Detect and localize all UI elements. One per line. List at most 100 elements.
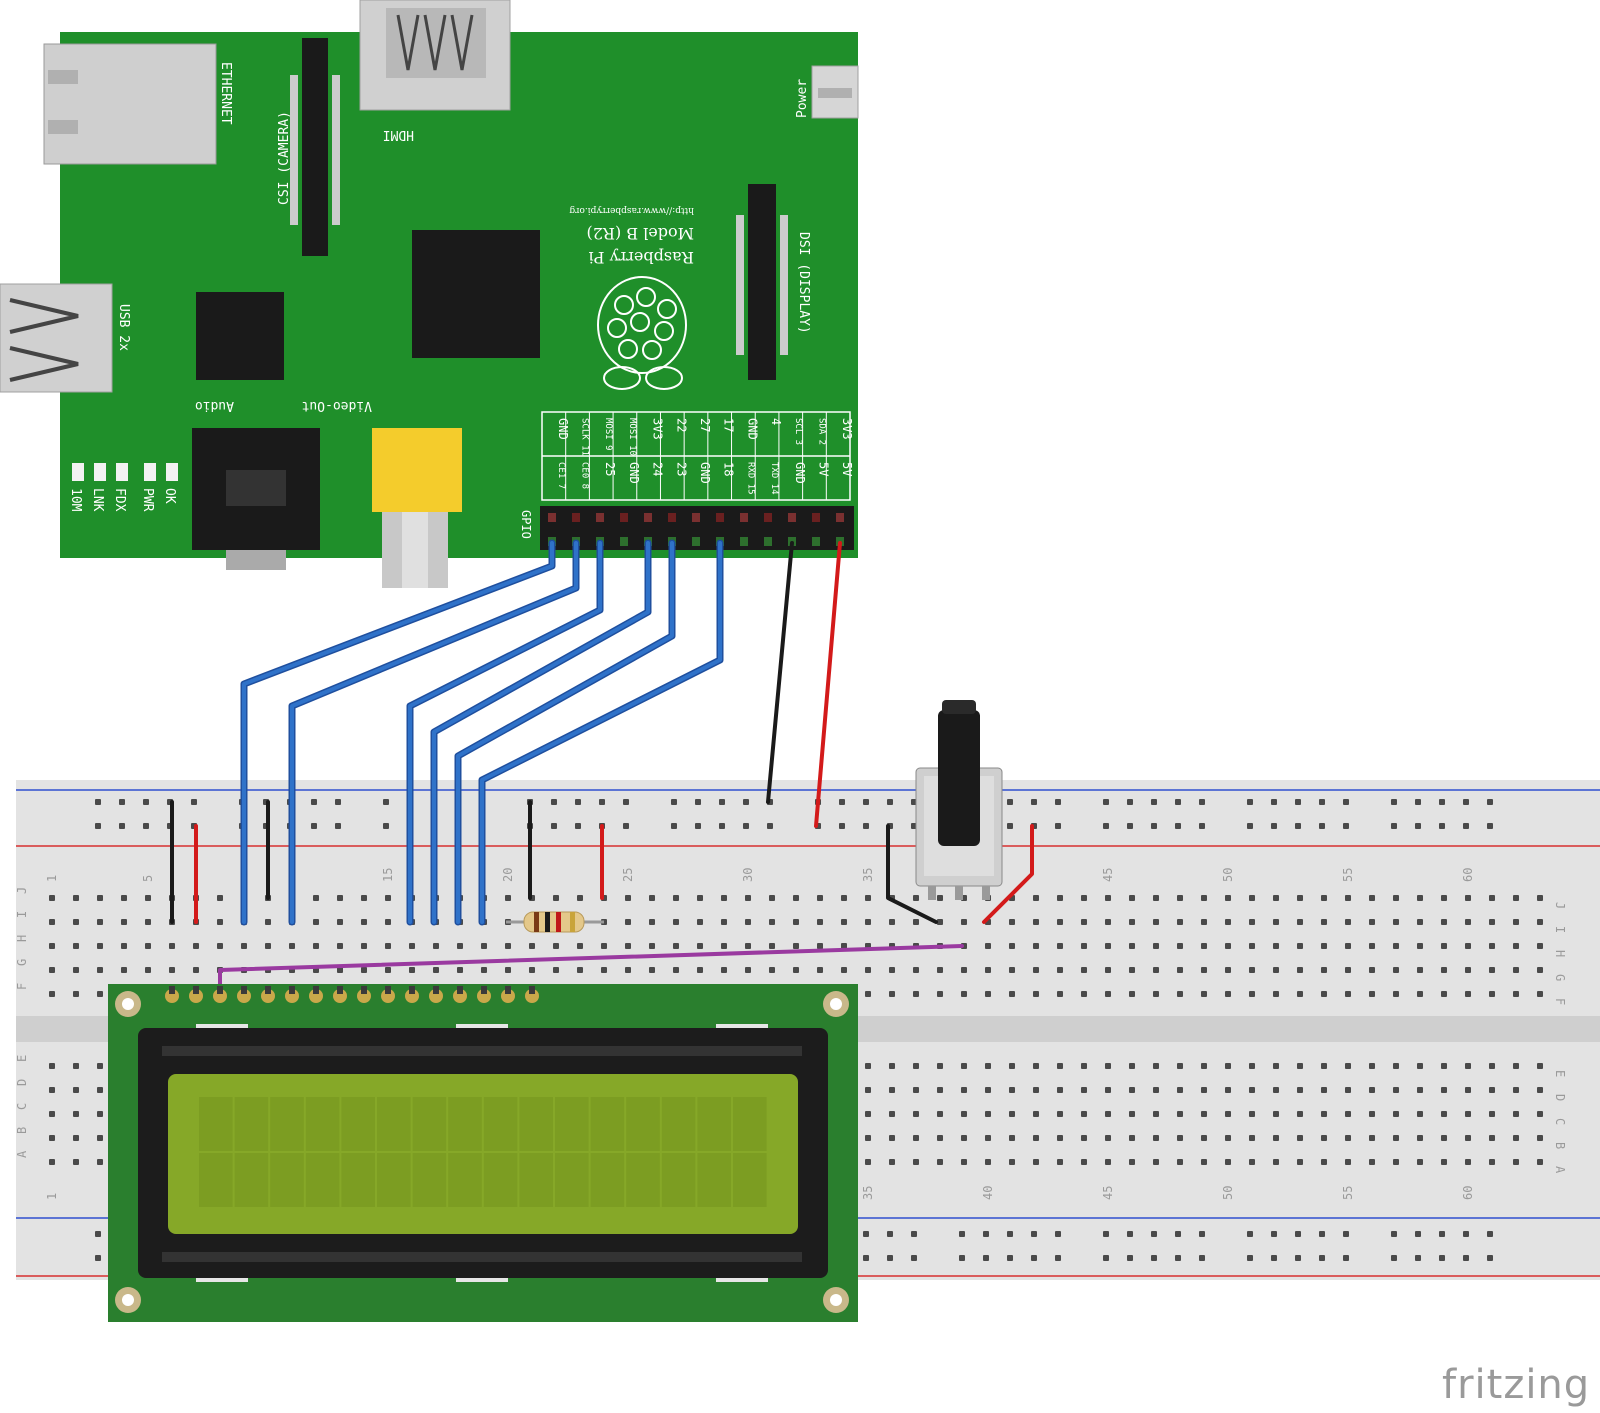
breadboard-hole	[1393, 1063, 1399, 1069]
breadboard-hole	[863, 1255, 869, 1261]
breadboard-hole	[49, 991, 55, 997]
breadboard-hole	[1537, 919, 1543, 925]
breadboard-hole	[1415, 1231, 1421, 1237]
breadboard-hole	[1201, 1063, 1207, 1069]
breadboard-hole	[1201, 919, 1207, 925]
breadboard-hole	[1081, 895, 1087, 901]
breadboard-hole	[97, 1111, 103, 1117]
breadboard-hole	[217, 919, 223, 925]
lcd-cell	[270, 1153, 304, 1207]
breadboard-hole	[1201, 1111, 1207, 1117]
breadboard-hole	[1297, 967, 1303, 973]
breadboard-hole	[1465, 1063, 1471, 1069]
breadboard-hole	[1057, 943, 1063, 949]
breadboard-hole	[1055, 1255, 1061, 1261]
breadboard-hole	[937, 1087, 943, 1093]
gpio-pin	[548, 513, 556, 522]
breadboard-hole	[1033, 1111, 1039, 1117]
breadboard-hole	[97, 943, 103, 949]
breadboard-hole	[1273, 943, 1279, 949]
breadboard-hole	[1009, 919, 1015, 925]
breadboard-hole	[1201, 895, 1207, 901]
led-label: LNK	[90, 488, 105, 512]
lcd-cell	[412, 1153, 447, 1207]
breadboard-hole	[143, 799, 149, 805]
gpio-top-label: MOSI 9	[603, 418, 613, 451]
lcd-cell	[305, 1153, 340, 1207]
breadboard-hole	[1129, 1111, 1135, 1117]
lcd-pin	[525, 989, 539, 1003]
gpio-top-label: MOSI 10	[627, 418, 637, 456]
gpio-top-label: 22	[674, 418, 688, 432]
breadboard-hole	[959, 1231, 965, 1237]
breadboard-hole	[743, 823, 749, 829]
breadboard-hole	[1391, 823, 1397, 829]
led-label: 10M	[68, 488, 83, 512]
breadboard-hole	[433, 943, 439, 949]
breadboard-hole	[361, 895, 367, 901]
breadboard-hole	[1247, 1231, 1253, 1237]
gpio-top-label: 17	[722, 418, 736, 432]
breadboard-hole	[1177, 1111, 1183, 1117]
breadboard-hole	[73, 919, 79, 925]
gpio-bottom-label: 24	[651, 462, 665, 476]
usb-controller-chip	[196, 292, 284, 380]
breadboard-hole	[623, 823, 629, 829]
breadboard-hole	[1009, 1087, 1015, 1093]
breadboard-hole	[1343, 823, 1349, 829]
breadboard-hole	[1249, 1087, 1255, 1093]
lcd-character-cells	[199, 1097, 767, 1207]
breadboard-hole	[335, 799, 341, 805]
lcd-cell	[377, 1153, 411, 1207]
breadboard-hole	[673, 919, 679, 925]
breadboard-hole	[1009, 1063, 1015, 1069]
breadboard-hole	[1295, 799, 1301, 805]
breadboard-hole	[1369, 967, 1375, 973]
breadboard-hole	[95, 1231, 101, 1237]
breadboard-hole	[337, 895, 343, 901]
breadboard-hole	[1441, 991, 1447, 997]
gpio-bottom-label: GND	[627, 462, 641, 484]
breadboard-hole	[1441, 1087, 1447, 1093]
gpio-bottom-label: CE1 7	[556, 462, 566, 489]
breadboard-hole	[1319, 823, 1325, 829]
breadboard-hole	[673, 943, 679, 949]
breadboard-hole	[1081, 1087, 1087, 1093]
breadboard-hole	[889, 1159, 895, 1165]
lcd-pin-post	[457, 986, 463, 994]
breadboard-hole	[887, 799, 893, 805]
breadboard-hole	[985, 1063, 991, 1069]
breadboard-hole	[1513, 991, 1519, 997]
breadboard-hole	[1513, 919, 1519, 925]
gpio-pin	[620, 537, 628, 546]
breadboard-hole	[1439, 1255, 1445, 1261]
breadboard-hole	[1177, 991, 1183, 997]
breadboard-hole	[721, 943, 727, 949]
breadboard-hole	[697, 895, 703, 901]
breadboard-hole	[1105, 895, 1111, 901]
lcd-pin-post	[409, 986, 415, 994]
dsi-label: DSI (DISPLAY)	[796, 232, 811, 334]
breadboard-hole	[1273, 1135, 1279, 1141]
breadboard-hole	[49, 1087, 55, 1093]
audio-jack: Audio	[192, 398, 320, 570]
breadboard-hole	[839, 823, 845, 829]
breadboard-hole	[335, 823, 341, 829]
raspberry-pi-board: ETHERNET CSI (CAMERA) HDMI Power DS	[0, 0, 859, 588]
column-number: 55	[1341, 868, 1355, 882]
breadboard-hole	[145, 943, 151, 949]
gpio-top-label: GND	[556, 418, 570, 440]
status-led	[166, 463, 178, 481]
lcd-cell	[519, 1097, 553, 1151]
breadboard-hole	[1199, 799, 1205, 805]
breadboard-hole	[1225, 1135, 1231, 1141]
breadboard-hole	[889, 991, 895, 997]
breadboard-hole	[865, 895, 871, 901]
breadboard-hole	[1537, 1135, 1543, 1141]
row-letter: C	[1553, 1118, 1567, 1125]
breadboard-hole	[1225, 1159, 1231, 1165]
breadboard-hole	[311, 799, 317, 805]
breadboard-hole	[1345, 1087, 1351, 1093]
breadboard-hole	[121, 895, 127, 901]
breadboard-hole	[1081, 991, 1087, 997]
